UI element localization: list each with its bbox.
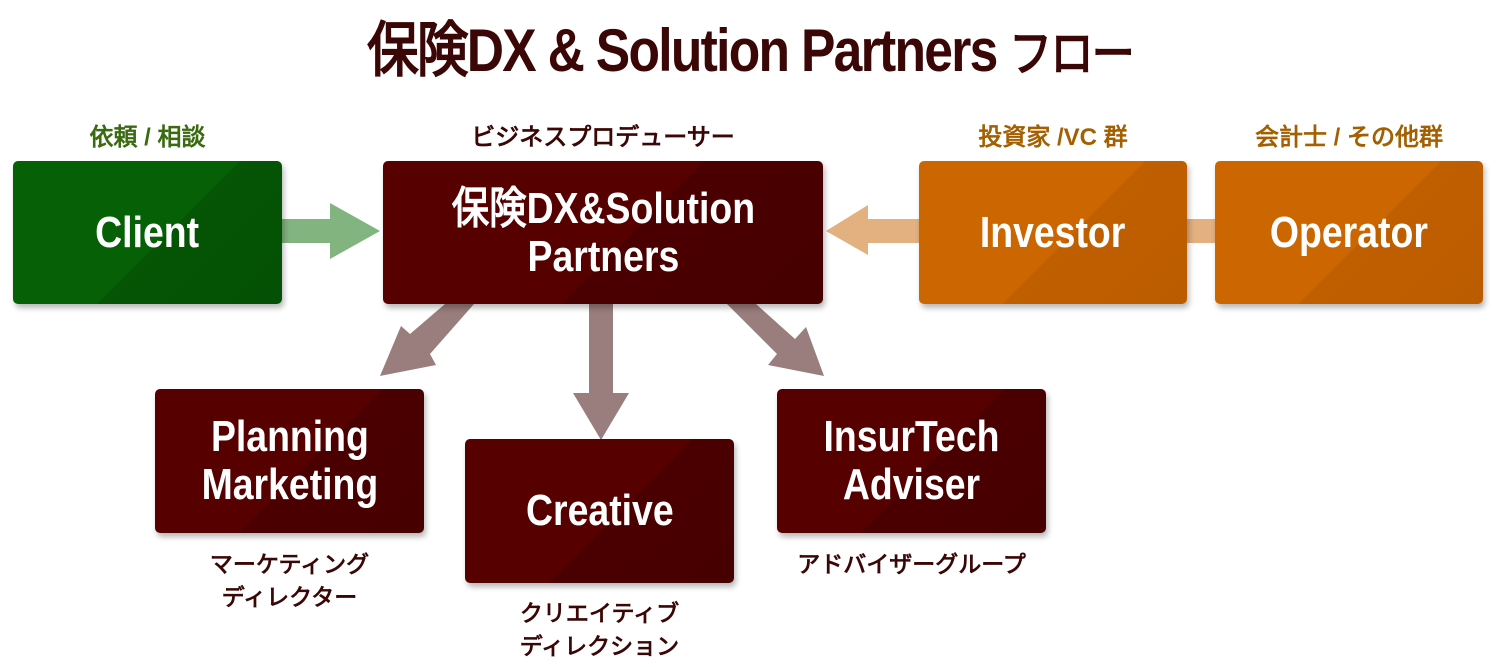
diagram-title: 保険DX & Solution Partners フロー xyxy=(105,2,1395,89)
insurtech-caption: アドバイザーグループ xyxy=(777,548,1046,581)
planning-caption-line1: マーケティング xyxy=(209,551,370,577)
node-creative: Creative xyxy=(465,439,734,583)
node-planning-line1: Planning xyxy=(210,412,369,462)
connector-operator-to-investor xyxy=(1187,219,1215,243)
node-investor: Investor xyxy=(919,161,1187,304)
node-insurtech-line2: Adviser xyxy=(842,460,981,509)
planning-caption: マーケティング ディレクター xyxy=(155,548,424,613)
node-center-line1: 保険DX&Solution xyxy=(451,183,755,233)
node-center-line2: Partners xyxy=(527,231,679,281)
node-client: Client xyxy=(13,161,282,304)
arrow-center-to-creative xyxy=(573,304,629,440)
arrow-client-to-center xyxy=(282,203,380,259)
arrow-investor-to-center xyxy=(826,205,919,255)
creative-caption-line2: ディレクション xyxy=(519,632,680,659)
node-client-text: Client xyxy=(95,207,200,257)
title-main: 保険DX & Solution Partners xyxy=(366,17,998,84)
title-suffix: フロー xyxy=(1009,26,1135,82)
node-operator: Operator xyxy=(1215,161,1483,304)
node-investor-text: Investor xyxy=(980,207,1126,257)
client-role-label: 依頼 / 相談 xyxy=(89,124,206,151)
arrow-center-to-planning xyxy=(380,304,474,376)
insurtech-caption-line1: アドバイザーグループ xyxy=(797,551,1026,577)
node-creative-text: Creative xyxy=(525,486,674,536)
creative-caption: クリエイティブ ディレクション xyxy=(465,597,734,662)
node-insurtech-line1: InsurTech xyxy=(823,412,1000,462)
node-planning: Planning Marketing xyxy=(155,389,424,533)
node-center: 保険DX&Solution Partners xyxy=(383,161,823,304)
node-planning-line2: Marketing xyxy=(201,460,378,509)
center-role-label: ビジネスプロデューサー xyxy=(471,124,735,151)
creative-caption-line1: クリエイティブ xyxy=(519,600,680,626)
node-insurtech: InsurTech Adviser xyxy=(777,389,1046,533)
node-operator-text: Operator xyxy=(1270,207,1428,257)
investor-role-label: 投資家 /VC 群 xyxy=(978,124,1128,151)
arrow-center-to-insurtech xyxy=(727,304,824,376)
planning-caption-line2: ディレクター xyxy=(221,583,358,610)
operator-role-label: 会計士 / その他群 xyxy=(1254,124,1443,151)
